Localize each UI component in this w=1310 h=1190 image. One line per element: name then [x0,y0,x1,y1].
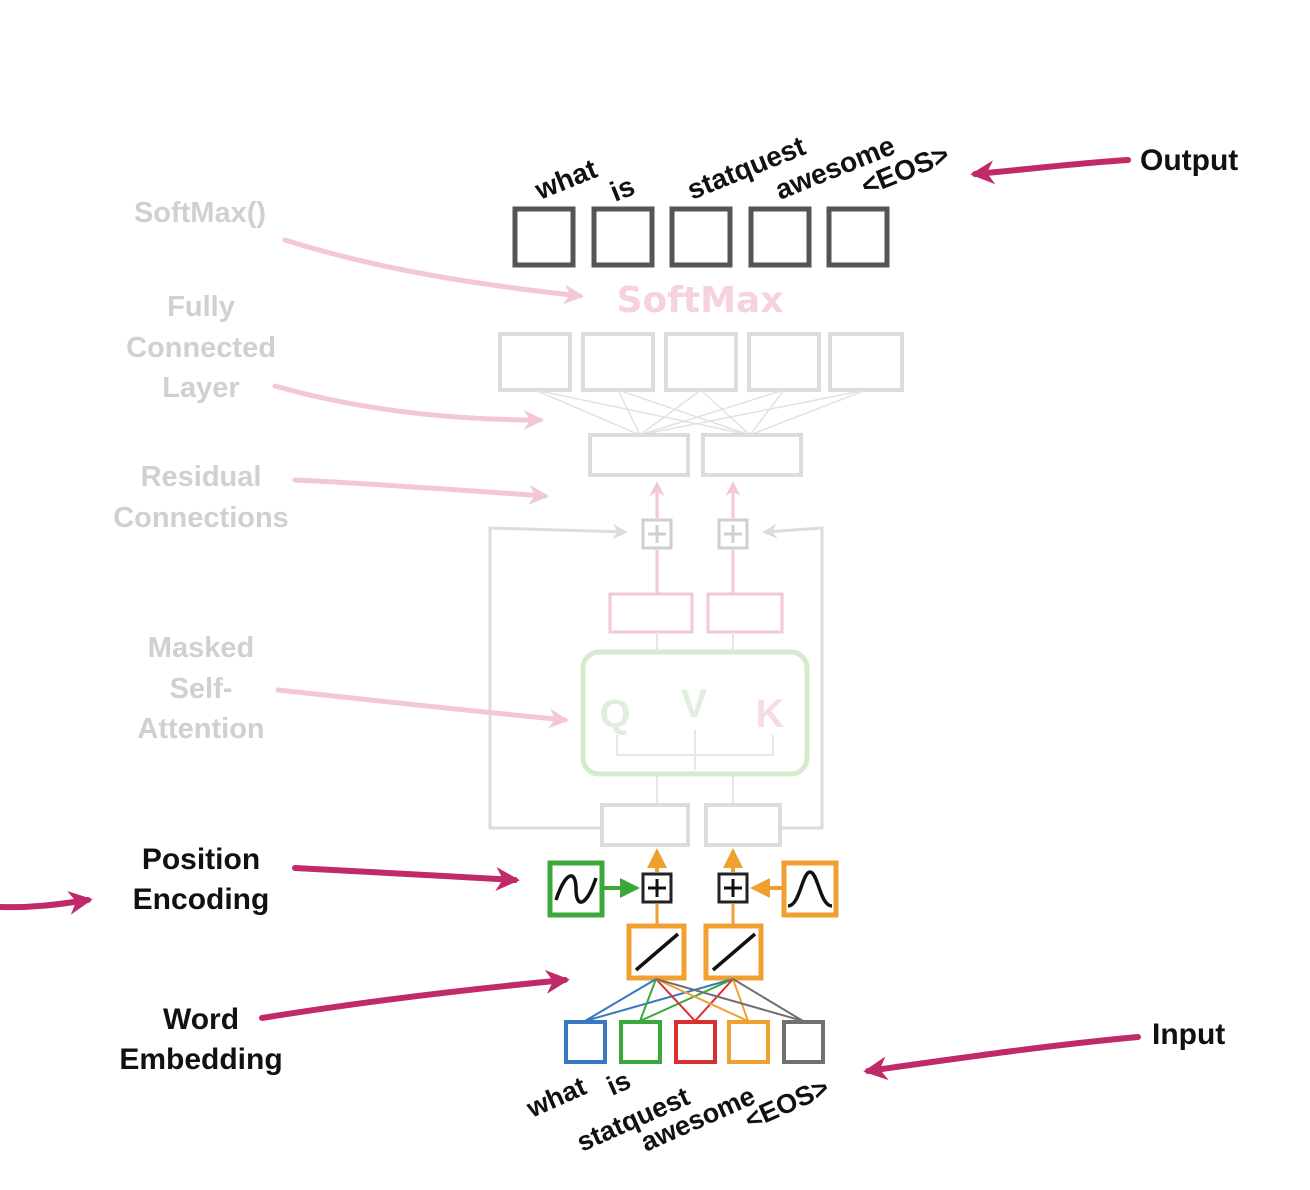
embedding-up-links [655,904,735,926]
input-boxes [564,1020,825,1064]
add-up-arrows [647,848,743,872]
normalized-boxes [588,433,803,477]
svg-text:Embedding: Embedding [119,1043,282,1076]
svg-text:Attention: Attention [137,713,264,745]
input-box-awesome [727,1020,770,1064]
fully-connected-label: Fully Connected Layer [126,291,276,404]
output-box [826,206,890,268]
softmax-block: SoftMax [617,280,784,321]
svg-text:Masked: Masked [148,632,254,664]
key-letter: K [756,692,785,736]
output-tokens: what is statquest awesome <EOS> [530,130,954,208]
fully-connected-links [534,389,867,436]
output-box [512,206,576,268]
input-token-what: what [521,1071,590,1124]
residual-up-arrows [649,481,741,594]
embedding-connections [584,978,804,1022]
fully-connected-boxes [498,332,904,392]
svg-text:Self-: Self- [170,673,233,705]
query-letter: Q [599,692,630,736]
embedding-unit-left [626,923,687,981]
input-label: Input [1152,1018,1225,1051]
softmax-arrow [282,237,584,305]
value-letter: V [681,682,708,726]
input-box-statquest [674,1020,717,1064]
input-box-eos [782,1020,825,1064]
position-encoding-label: Position Encoding [133,843,270,916]
position-encoding-left-arrow [0,891,93,915]
input-arrow [863,1034,1141,1081]
residual-label: Residual Connections [113,461,289,534]
svg-text:Word: Word [163,1003,239,1036]
word-embedding-label: Word Embedding [119,1003,282,1076]
attention-links [616,632,774,805]
residual-add-nodes [641,518,749,550]
output-boxes [512,206,890,268]
attention-output-boxes [608,592,784,634]
output-token-is: is [606,170,639,207]
output-label: Output [1140,144,1238,177]
input-tokens: what is statquest awesome <EOS> [521,1065,833,1158]
attention-input-boxes [600,803,782,847]
attention-letters: Q V K [599,682,784,736]
embedding-unit-right [703,923,764,981]
output-token-what: what [530,153,602,206]
output-box [591,206,655,268]
svg-text:Connected: Connected [126,332,276,364]
masked-attention-arrow [275,687,569,729]
fully-connected-arrow [272,383,544,430]
residual-arrow [292,477,549,505]
input-token-eos: <EOS> [740,1072,833,1135]
svg-text:Connections: Connections [113,502,289,534]
masked-attention-label: Masked Self- Attention [137,632,264,745]
svg-text:Fully: Fully [167,291,235,323]
softmax-label: SoftMax() [134,197,266,229]
add-node-right [717,872,749,904]
attention-block [580,649,810,777]
input-box-is [619,1020,662,1064]
output-arrow [970,157,1131,185]
input-token-is: is [602,1065,635,1102]
output-box [669,206,733,268]
input-box-what [564,1020,607,1064]
bell-position-box [781,860,839,918]
position-encoding-arrow [292,865,520,891]
output-box [748,206,812,268]
word-embedding-arrow [259,969,570,1021]
svg-text:Encoding: Encoding [133,883,270,916]
add-node-left [641,872,673,904]
svg-text:Layer: Layer [162,372,239,404]
svg-text:Residual: Residual [141,461,262,493]
sine-position-box [547,860,605,918]
residual-paths [488,523,824,830]
svg-text:Position: Position [142,843,260,876]
